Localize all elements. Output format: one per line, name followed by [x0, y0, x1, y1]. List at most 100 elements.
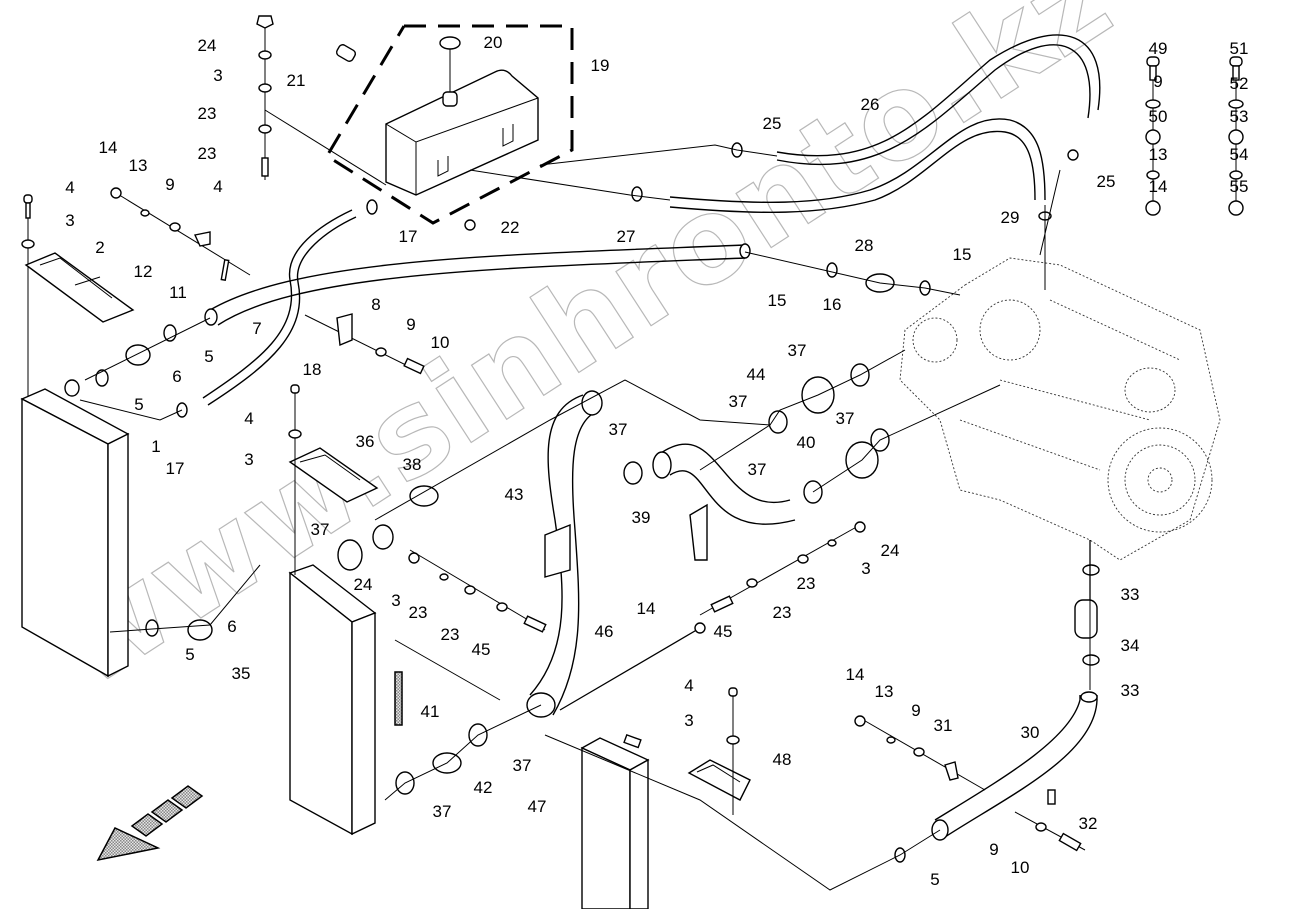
fastener-stack-tank	[256, 15, 387, 186]
front-direction-arrow	[96, 785, 204, 862]
radiator-cap	[439, 36, 461, 50]
callout-23: 23	[773, 603, 792, 622]
callout-7: 7	[252, 319, 261, 338]
callout-38: 38	[403, 455, 422, 474]
callout-17: 17	[166, 459, 185, 478]
arrow-segment-3	[170, 785, 204, 809]
engine-assembly	[899, 257, 1221, 600]
callout-14: 14	[99, 138, 118, 157]
arrow-segment-1	[130, 813, 164, 837]
callout-55: 55	[1230, 177, 1249, 196]
lower-coolant-pipe-30	[931, 691, 1098, 841]
radiator	[20, 379, 130, 678]
callout-6: 6	[227, 617, 236, 636]
misc-fasteners	[288, 313, 1086, 852]
callout-37: 37	[788, 341, 807, 360]
callout-23: 23	[198, 104, 217, 123]
callout-49: 49	[1149, 39, 1168, 58]
callout-48: 48	[773, 750, 792, 769]
arrow-head	[96, 827, 161, 862]
watermark-text: www.sinhronto.kz	[30, 0, 1135, 713]
callout-44: 44	[747, 365, 766, 384]
upper-radiator-hose	[204, 243, 751, 326]
fastener-stack-51-55	[1228, 56, 1244, 216]
callout-23: 23	[198, 144, 217, 163]
callout-10: 10	[431, 333, 450, 352]
callout-2: 2	[95, 238, 104, 257]
callout-36: 36	[356, 432, 375, 451]
callout-3: 3	[684, 711, 693, 730]
callout-labels: 1234555566789999910101112131313141414141…	[65, 33, 1248, 889]
callout-51: 51	[1230, 39, 1249, 58]
callout-13: 13	[129, 156, 148, 175]
expansion-tank	[385, 69, 539, 196]
callout-14: 14	[637, 599, 656, 618]
callout-37: 37	[513, 756, 532, 775]
callout-39: 39	[632, 508, 651, 527]
fastener-stack-49-14	[1145, 56, 1161, 216]
callout-33: 33	[1121, 681, 1140, 700]
callout-23: 23	[441, 625, 460, 644]
tank-fitting	[335, 44, 357, 62]
callout-9: 9	[989, 840, 998, 859]
overflow-hose-18	[202, 209, 357, 406]
tank-neck	[442, 91, 458, 107]
charge-air-pipe-39	[652, 443, 796, 525]
callout-14: 14	[846, 665, 865, 684]
callout-10: 10	[1011, 858, 1030, 877]
callout-20: 20	[484, 33, 503, 52]
callout-33: 33	[1121, 585, 1140, 604]
tank-group-boundary	[324, 24, 574, 225]
callout-29: 29	[1001, 208, 1020, 227]
support-column	[580, 733, 650, 909]
callout-18: 18	[303, 360, 322, 379]
callout-34: 34	[1121, 636, 1140, 655]
callout-14: 14	[1149, 177, 1168, 196]
mounting-bracket-2	[24, 252, 135, 323]
callout-37: 37	[729, 392, 748, 411]
fastener-stack-clip-12	[110, 187, 251, 282]
callout-25: 25	[1097, 172, 1116, 191]
callout-42: 42	[474, 778, 493, 797]
callout-50: 50	[1149, 107, 1168, 126]
callout-12: 12	[134, 262, 153, 281]
arrow-segment-2	[150, 799, 184, 823]
callout-45: 45	[714, 622, 733, 641]
mounting-bracket-48	[687, 759, 751, 801]
callout-37: 37	[311, 520, 330, 539]
callout-3: 3	[213, 66, 222, 85]
callout-5: 5	[930, 870, 939, 889]
callout-3: 3	[861, 559, 870, 578]
callout-5: 5	[185, 645, 194, 664]
callout-8: 8	[371, 295, 380, 314]
callout-37: 37	[433, 802, 452, 821]
vent-hose-28	[669, 118, 1046, 214]
callout-28: 28	[855, 236, 874, 255]
callout-37: 37	[609, 420, 628, 439]
callout-52: 52	[1230, 74, 1249, 93]
callout-21: 21	[287, 71, 306, 90]
callout-5: 5	[134, 395, 143, 414]
callout-3: 3	[244, 450, 253, 469]
assembly-lines	[79, 144, 1091, 891]
watermark: www.sinhronto.kz	[29, 0, 1135, 714]
callout-1: 1	[151, 437, 160, 456]
callout-54: 54	[1230, 145, 1249, 164]
callout-31: 31	[934, 716, 953, 735]
callout-46: 46	[595, 622, 614, 641]
callout-9: 9	[165, 175, 174, 194]
vent-hose-26	[776, 34, 1101, 166]
callout-3: 3	[391, 591, 400, 610]
callout-47: 47	[528, 797, 547, 816]
callout-53: 53	[1230, 107, 1249, 126]
expansion-tank-group	[324, 24, 574, 231]
callout-24: 24	[198, 36, 217, 55]
callout-41: 41	[421, 702, 440, 721]
callout-35: 35	[232, 664, 251, 683]
callout-37: 37	[748, 460, 767, 479]
callout-13: 13	[875, 682, 894, 701]
callout-9: 9	[911, 701, 920, 720]
callout-30: 30	[1021, 723, 1040, 742]
tank-o-ring	[464, 219, 476, 231]
